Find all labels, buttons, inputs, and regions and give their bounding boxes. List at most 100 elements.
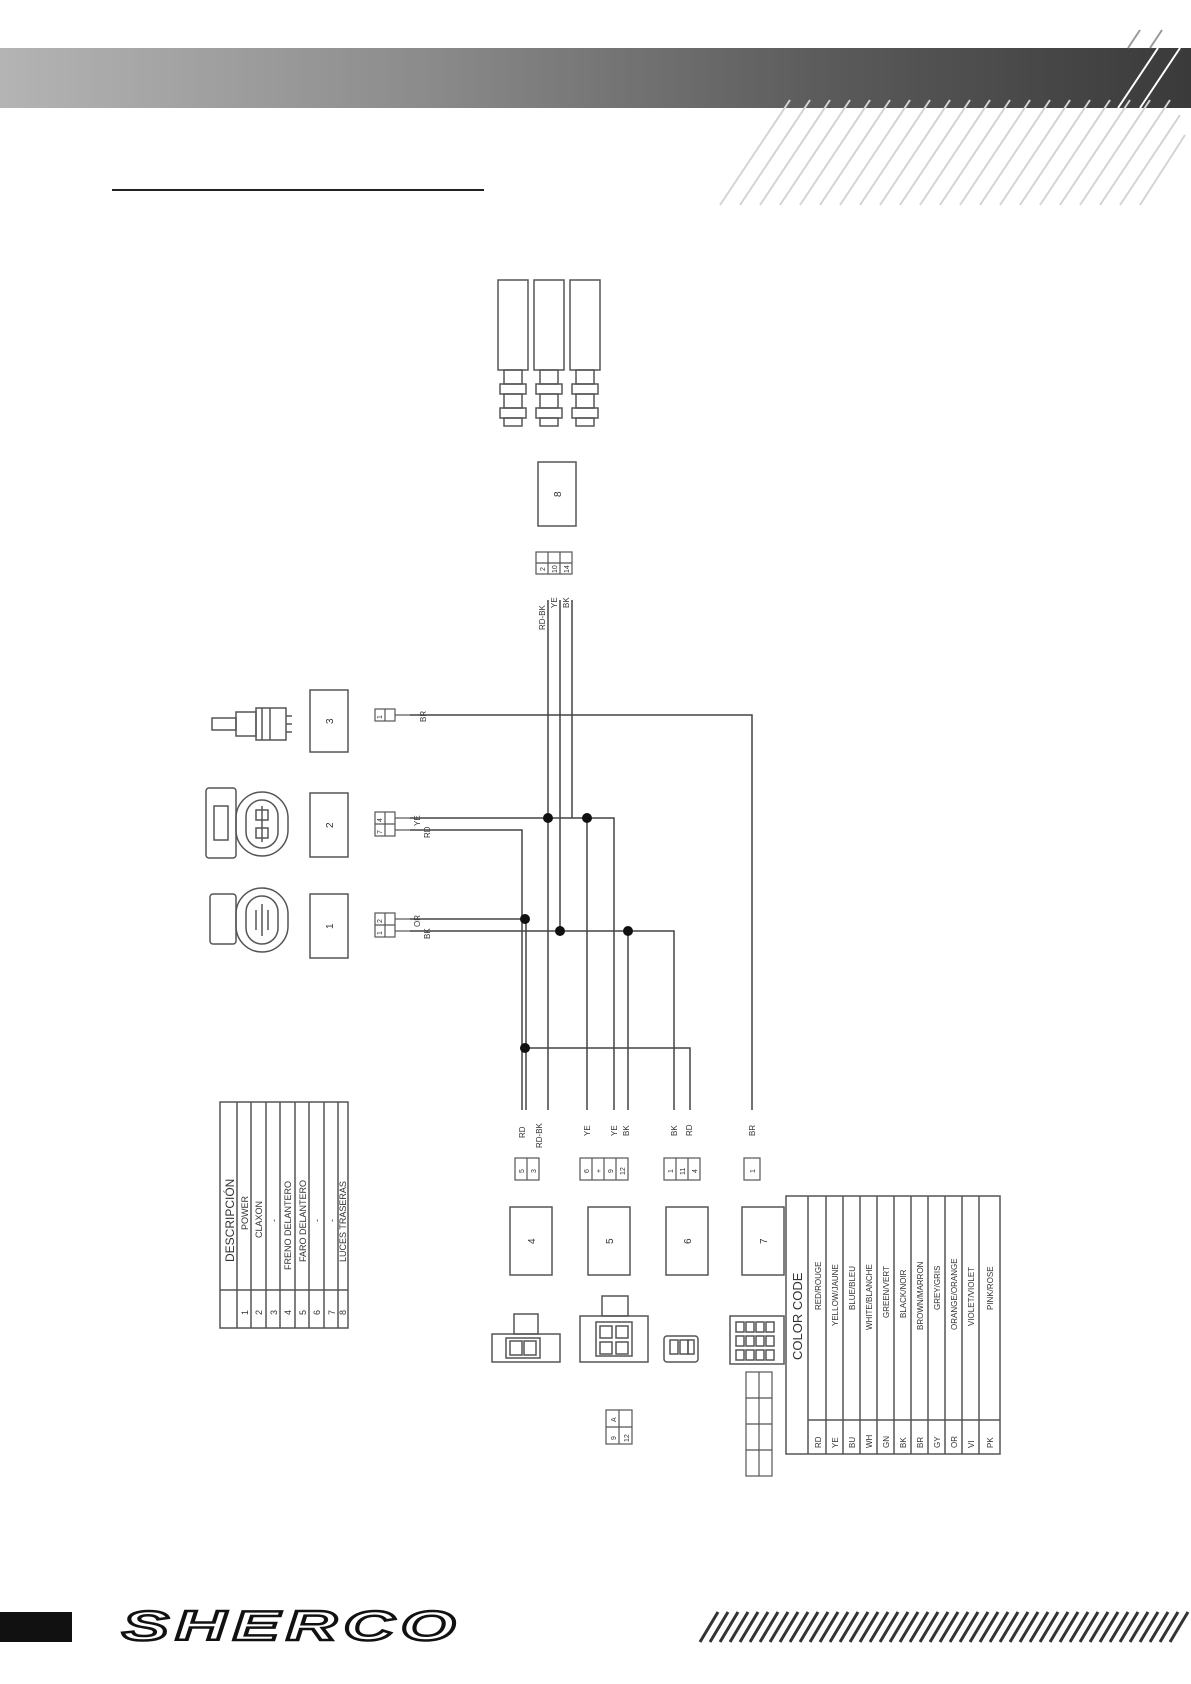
desc-num-4: 4	[283, 1310, 293, 1315]
desc-label-2: CLAXON	[254, 1201, 264, 1238]
desc-num-6: 6	[312, 1310, 322, 1315]
color-name-or: ORANGE/ORANGE	[950, 1258, 959, 1330]
desc-label-4: FRENO DELANTERO	[283, 1181, 293, 1270]
component-box-1: 1	[309, 893, 349, 959]
header-stripes	[719, 99, 1186, 206]
color-code-header: COLOR CODE	[790, 1272, 805, 1360]
pin-block-c3	[374, 708, 410, 722]
component-box-5: 5	[587, 1206, 631, 1276]
small-grid-table	[745, 1371, 773, 1477]
footer-page-block	[0, 1612, 72, 1642]
small-pin-c: 12	[624, 1434, 631, 1442]
wire-label-c8-c: BK	[562, 597, 571, 608]
wire-label-c1-b: BK	[423, 928, 432, 939]
pin-c5-c: 9	[608, 1169, 615, 1173]
color-name-bu: BLUE/BLEU	[848, 1266, 857, 1310]
pin-c6-b: 11	[680, 1168, 687, 1175]
pin-block-c6	[663, 1157, 701, 1181]
header-bar	[0, 48, 1191, 108]
footer-stripes	[698, 1611, 1190, 1643]
desc-label-1: POWER	[240, 1195, 250, 1230]
color-code-vi: VI	[967, 1440, 976, 1448]
desc-num-2: 2	[254, 1310, 264, 1315]
pin-c3-a: 1	[377, 715, 384, 719]
color-name-vi: VIOLET/VIOLET	[967, 1267, 976, 1326]
color-name-pk: PINK/ROSE	[986, 1266, 995, 1310]
connector-drawing-2	[205, 787, 289, 859]
color-name-br: BROWN/MARRON	[916, 1261, 925, 1330]
color-code-table	[785, 1195, 1001, 1455]
pin-c2-a: 4	[377, 818, 384, 822]
component-label-4: 4	[527, 1238, 538, 1244]
color-code-wh: WH	[865, 1434, 874, 1448]
small-pin-b: A	[611, 1417, 618, 1422]
color-code-br: BR	[916, 1437, 925, 1448]
small-pin-table	[605, 1409, 633, 1445]
component-label-2: 2	[325, 822, 336, 828]
color-code-bk: BK	[899, 1437, 908, 1448]
pin-c8-b: 10	[552, 565, 559, 573]
connector-drawing-3	[211, 707, 292, 741]
wire-label-c8-b: YE	[550, 597, 559, 608]
component-box-7: 7	[741, 1206, 785, 1276]
component-label-8: 8	[553, 491, 564, 497]
small-pin-a: 9	[611, 1436, 618, 1440]
desc-label-8: LUCES TRASERAS	[338, 1181, 348, 1262]
description-header: DESCRIPCIÓN	[222, 1179, 237, 1262]
connector-drawing-5	[579, 1295, 649, 1363]
wire-label-c2-a: YE	[413, 815, 422, 826]
component-label-7: 7	[759, 1238, 770, 1244]
pin-c7-a: 1	[750, 1169, 757, 1173]
color-code-ye: YE	[831, 1437, 840, 1448]
color-name-gy: GREY/GRIS	[933, 1266, 942, 1310]
connector-drawing-1	[209, 887, 289, 953]
pin-block-c4	[514, 1157, 540, 1181]
wire-label-c5-b: YE	[610, 1125, 619, 1136]
connector-drawing-4	[491, 1313, 561, 1363]
pin-c6-c: 4	[692, 1169, 699, 1173]
desc-num-7: 7	[327, 1310, 337, 1315]
pin-c5-a: 6	[584, 1169, 591, 1173]
desc-num-8: 8	[338, 1310, 348, 1315]
wire-label-c6-a: BK	[670, 1125, 679, 1136]
color-name-rd: RED/ROUGE	[814, 1262, 823, 1310]
desc-label-3: -	[269, 1219, 279, 1222]
desc-label-6: -	[312, 1219, 322, 1222]
wire-label-c2-b: RD	[423, 826, 432, 838]
wire-label-c1-a: OR	[413, 915, 422, 927]
wire-label-c5-a: YE	[583, 1125, 592, 1136]
pin-c4-b: 3	[531, 1169, 538, 1173]
color-name-ye: YELLOW/JAUNE	[831, 1264, 840, 1326]
color-name-bk: BLACK/NOIR	[899, 1269, 908, 1318]
component-box-4: 4	[509, 1206, 553, 1276]
wire-label-c4-a: RD	[518, 1126, 527, 1138]
wire-label-c8-a: RD-BK	[538, 604, 547, 630]
color-code-rd: RD	[814, 1436, 823, 1448]
color-code-gy: GY	[933, 1436, 942, 1448]
connector-drawing-7	[729, 1315, 785, 1365]
color-code-bu: BU	[848, 1437, 857, 1448]
component-label-5: 5	[605, 1238, 616, 1244]
desc-num-3: 3	[269, 1310, 279, 1315]
wire-label-c3-a: BR	[419, 711, 428, 722]
component-label-1: 1	[325, 923, 336, 929]
component-box-2: 2	[309, 792, 349, 858]
pin-c8-c: 14	[564, 565, 571, 573]
component-label-6: 6	[683, 1238, 694, 1244]
wire-junctions	[520, 813, 633, 1053]
pin-c2-b: 7	[377, 830, 384, 834]
pin-block-c5	[579, 1157, 629, 1181]
connector-drawing-6	[663, 1335, 699, 1363]
color-name-wh: WHITE/BLANCHE	[865, 1264, 874, 1330]
wires	[410, 600, 753, 1110]
component-label-3: 3	[325, 718, 336, 724]
desc-label-5: FARO DELANTERO	[298, 1180, 308, 1262]
title-underline	[112, 189, 484, 191]
pin-c5-b: +	[596, 1169, 603, 1173]
pin-c6-a: 1	[668, 1169, 675, 1173]
description-table	[219, 1101, 349, 1329]
wire-label-c7-a: BR	[748, 1125, 757, 1136]
wire-label-c6-b: RD	[685, 1124, 694, 1136]
pin-c1-b: 1	[377, 931, 384, 935]
